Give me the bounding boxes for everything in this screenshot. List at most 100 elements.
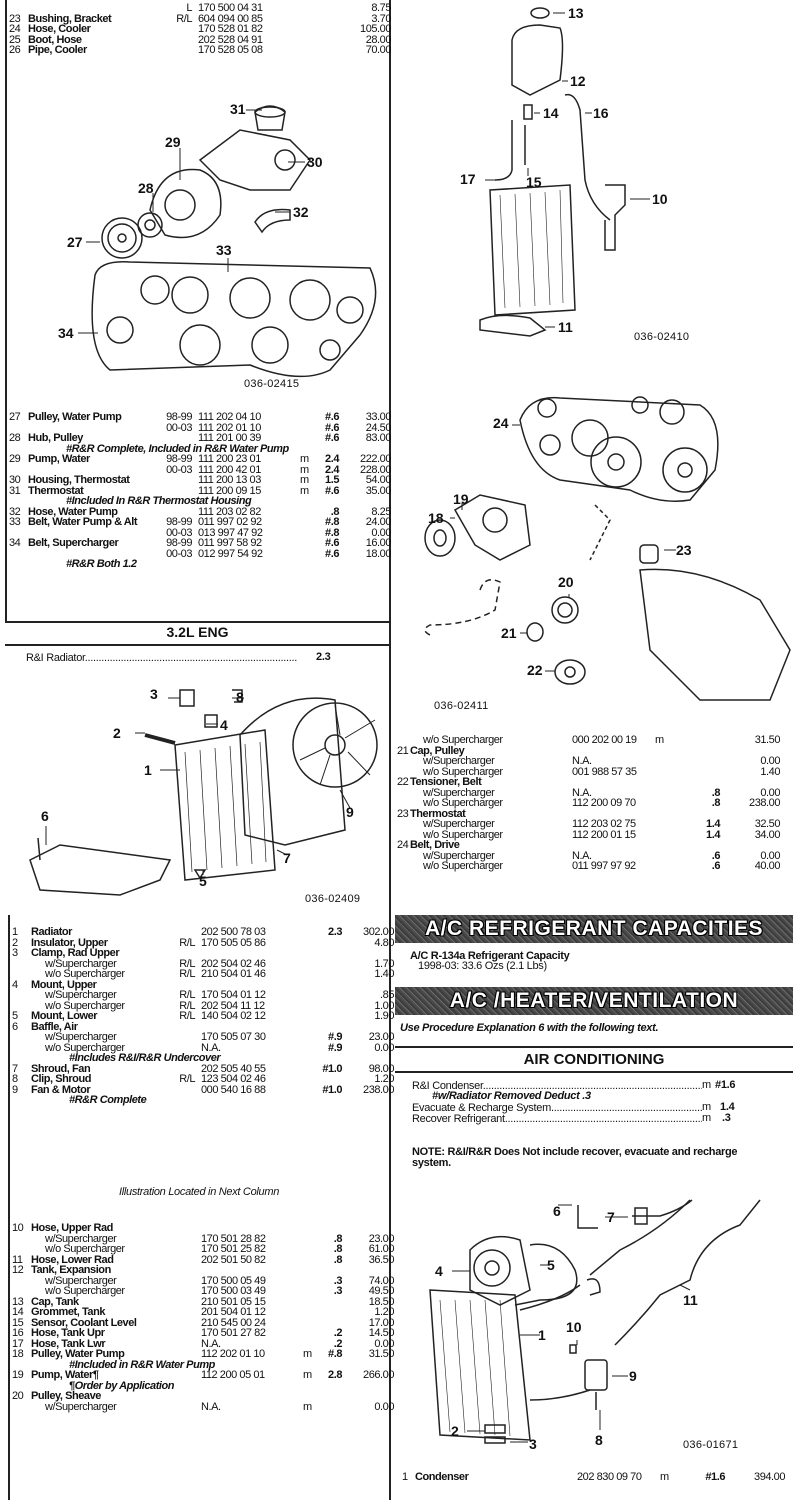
- callout: 4: [220, 717, 228, 733]
- labor-time: 1.4: [706, 828, 720, 841]
- item-name: Cap, Tank: [31, 1295, 79, 1308]
- item-note: #R&R Complete, Included in R&R Water Pum…: [66, 442, 289, 455]
- item-variant: w/Supercharger: [45, 1274, 117, 1287]
- item-variant: w/o Supercharger: [423, 797, 503, 809]
- op-dots: ........................................…: [84, 652, 298, 664]
- price: 54.00: [365, 474, 392, 486]
- callout: 16: [593, 105, 609, 121]
- callout: 28: [138, 180, 154, 196]
- price: 0.00: [760, 786, 780, 799]
- price: 32.50: [754, 818, 781, 830]
- belt-drive-drawing: [424, 396, 791, 701]
- op-note: #w/Radiator Removed Deduct .3: [432, 1090, 591, 1102]
- item-name: Fan & Motor: [31, 1083, 91, 1096]
- callout: 21: [501, 625, 517, 641]
- note-row: #R&R Both 1.2: [6, 559, 389, 570]
- item-number: 27: [9, 411, 21, 423]
- price: 1.70: [374, 957, 394, 970]
- item-number: 15: [12, 1316, 24, 1329]
- price: 14.50: [368, 1327, 395, 1339]
- margin-rule: [8, 915, 10, 1500]
- m-flag: m: [300, 484, 309, 497]
- item-number: 18: [12, 1348, 24, 1360]
- item-variant: w/o Supercharger: [45, 1243, 125, 1255]
- price: 24.00: [365, 516, 392, 528]
- price: 228.00: [360, 463, 391, 476]
- callout: 15: [526, 174, 542, 190]
- price: 18.50: [368, 1295, 395, 1308]
- item-name: Tank, Expansion: [31, 1264, 111, 1276]
- price: 105.00: [360, 23, 391, 35]
- price: 1.40: [760, 765, 780, 778]
- callout: 8: [595, 1432, 603, 1448]
- year-or-side-code: 98-99: [166, 453, 192, 465]
- price: 1.00: [374, 999, 394, 1012]
- item-number: 7: [12, 1062, 18, 1075]
- illustration-note: Illustration Located in Next Column: [118, 1186, 280, 1198]
- item-name: Hose, Tank Lwr: [31, 1337, 106, 1350]
- part-number: 111 202 01 10: [198, 421, 261, 434]
- item-name: Mount, Upper: [31, 978, 97, 991]
- part-number: N.A.: [201, 1337, 221, 1350]
- item-number: 23: [397, 807, 409, 820]
- part-number: 112 203 02 75: [572, 818, 636, 830]
- part-number: 202 501 50 82: [201, 1253, 266, 1266]
- year-or-side-code: R/L: [179, 936, 195, 949]
- price: 35.00: [365, 484, 392, 497]
- labor-time: .8: [330, 505, 340, 518]
- item-number: 28: [9, 432, 21, 444]
- labor-time: .2: [333, 1327, 343, 1339]
- refrigerant-value: 1998-03: 33.6 Ozs (2.1 Lbs): [418, 960, 547, 972]
- op-value: 2.3: [316, 651, 331, 663]
- callout: 4: [435, 1263, 443, 1279]
- price: 18.00: [365, 547, 392, 560]
- price: 31.50: [754, 734, 781, 746]
- price: 266.00: [363, 1369, 394, 1381]
- part-number: 123 504 02 46: [201, 1073, 266, 1085]
- m-flag: m: [655, 734, 664, 746]
- price: 0.00: [374, 1400, 394, 1413]
- year-or-side-code: R/L: [179, 968, 195, 980]
- item-name: Boot, Hose: [28, 33, 82, 46]
- m-flag: m: [303, 1348, 312, 1360]
- part-number: 210 504 01 46: [201, 968, 266, 980]
- part-number: 111 202 04 10: [198, 411, 261, 423]
- callout: 29: [165, 134, 181, 150]
- part-number: 111 200 42 01: [198, 463, 261, 476]
- part-number: 111 200 09 15: [198, 484, 261, 497]
- part-number: 112 200 09 70: [572, 797, 636, 809]
- price: 8.75: [371, 2, 391, 14]
- price: 17.00: [368, 1316, 395, 1329]
- labor-time: #1.6: [705, 1471, 725, 1483]
- labor-time: #.8: [325, 526, 339, 539]
- year-or-side-code: 00-03: [166, 421, 192, 434]
- op-m: m: [702, 1101, 711, 1113]
- labor-time: 1.4: [706, 818, 720, 830]
- note-row: #Includes R&I/R&R Undercover: [9, 1053, 389, 1064]
- labor-time: .6: [711, 860, 721, 872]
- callout: 24: [493, 415, 509, 431]
- divider: [5, 621, 390, 623]
- item-number: 6: [12, 1020, 18, 1033]
- item-number: 11: [12, 1253, 23, 1266]
- price: 1.40: [374, 968, 394, 980]
- item-name: Pulley, Water Pump: [31, 1348, 125, 1360]
- item-variant: w/Supercharger: [45, 989, 117, 1001]
- section-header-3-2l-eng: 3.2L ENG: [166, 624, 229, 640]
- ri-radiator-op: R&I Radiator............................…: [26, 652, 298, 664]
- year-or-side-code: R/L: [176, 12, 192, 25]
- labor-time: .3: [333, 1274, 343, 1287]
- labor-time: #.9: [328, 1041, 342, 1054]
- item-number: 10: [12, 1222, 24, 1234]
